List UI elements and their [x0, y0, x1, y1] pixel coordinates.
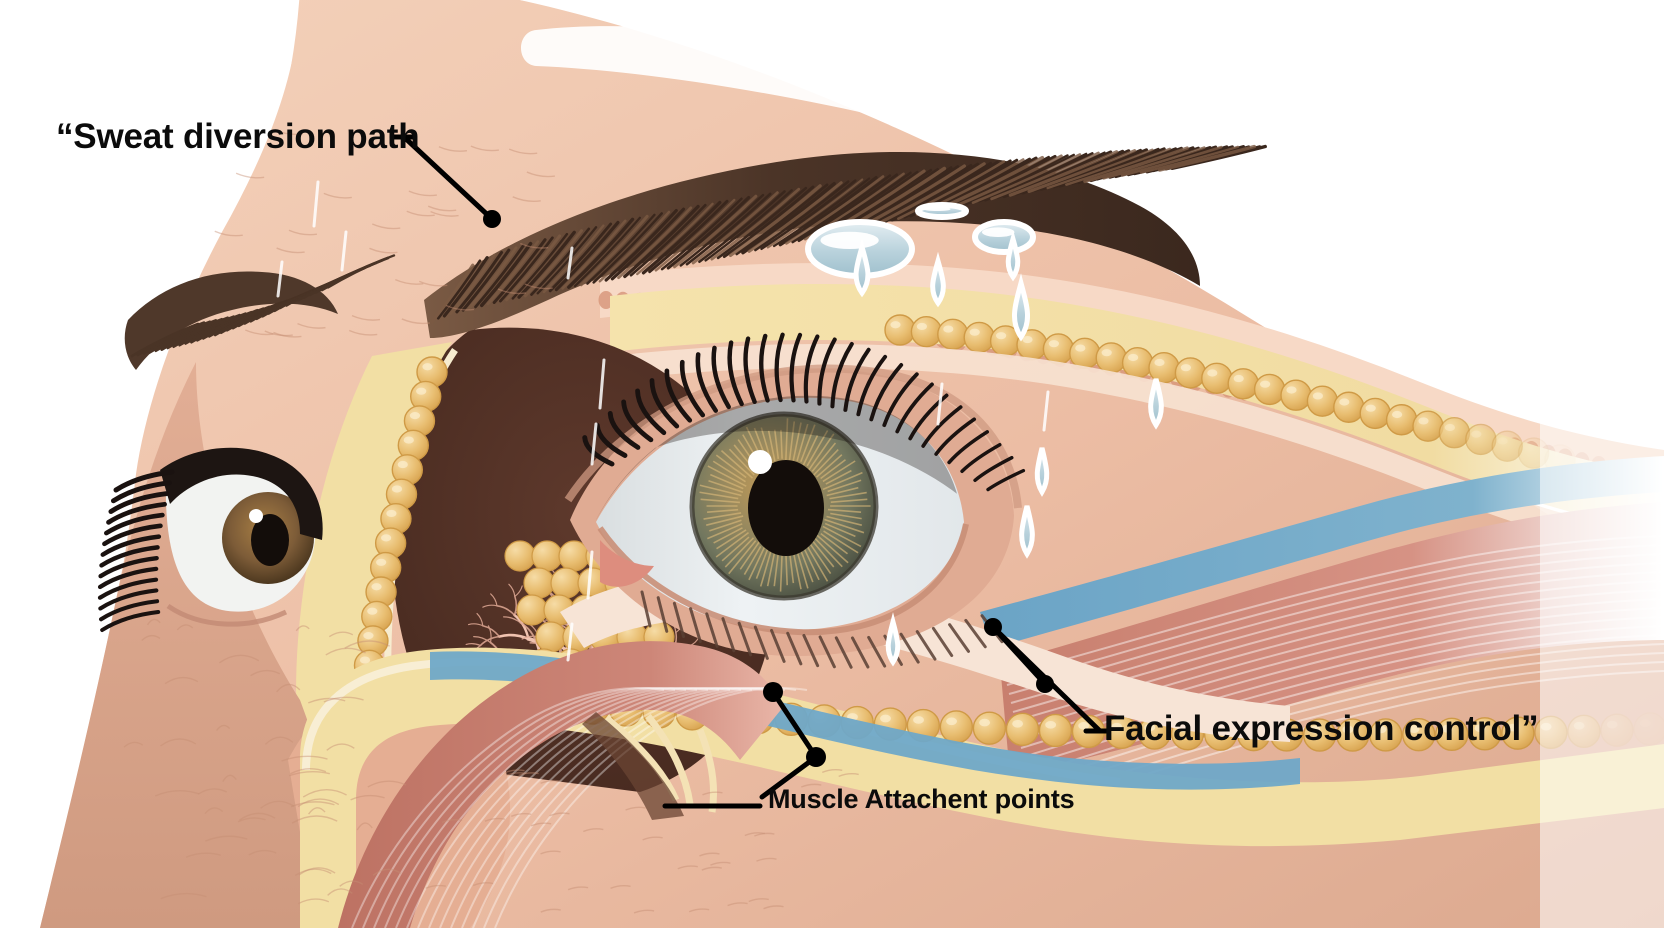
- eye-catchlight-near: [748, 450, 772, 474]
- label-sweat-diversion-path: “Sweat diversion path: [56, 117, 419, 157]
- right-fade: [1540, 0, 1664, 928]
- eye-catchlight-far: [249, 509, 263, 523]
- label-muscle-attachment-points: Muscle Attachent points: [768, 784, 1074, 815]
- label-facial-expression-control: Facial expression control”: [1104, 709, 1538, 749]
